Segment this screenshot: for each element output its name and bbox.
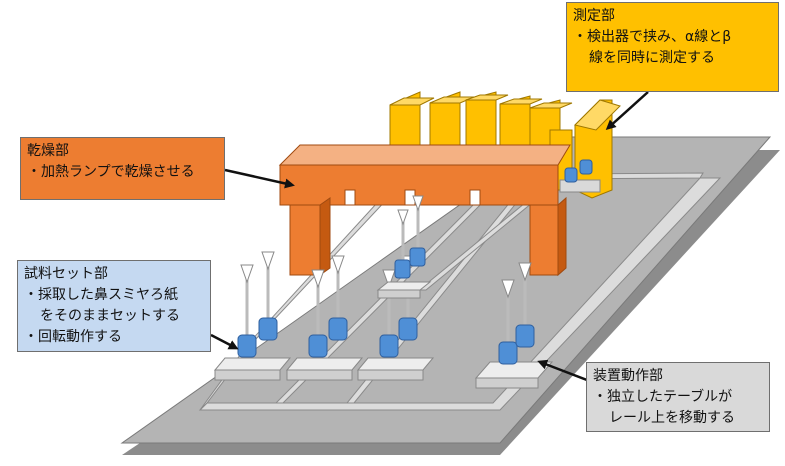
callout-drying-section: 乾燥部 ・加熱ランプで乾燥させる [20,137,225,200]
callout-line: ・独立したテーブルが [593,389,733,405]
sample-holder [328,317,348,341]
sample-holder [308,334,328,358]
callout-title: 装置動作部 [593,368,663,384]
stage [356,255,435,381]
paper-filter [261,251,275,271]
callout-measurement-section: 測定部 ・検出器で挟み、α線とβ 線を同時に測定する [566,2,779,92]
paper-filter [518,262,532,282]
sample-holder [579,159,593,175]
callout-drive-section: 装置動作部 ・独立したテーブルが レール上を移動する [586,362,770,432]
sample-holder [409,247,426,267]
stage [213,251,292,381]
sample-holder [258,317,278,341]
callout-line: ・採取した鼻スミヤろ紙 [24,287,178,303]
sample-holder [398,317,418,341]
arrow-measure [605,91,649,131]
sample-holder [498,341,518,365]
paper-filter [311,269,325,289]
arrow-sample [210,333,239,350]
callout-title: 測定部 [573,8,615,24]
detector-samples [559,159,601,193]
callout-line: 線を同時に測定する [589,50,715,66]
paper-filter [397,209,409,226]
arrow-dry [224,168,295,189]
callout-line: レール上を移動する [609,410,735,426]
callout-line: ・加熱ランプで乾燥させる [27,164,195,180]
sample-holder [237,334,257,358]
stage [376,195,432,299]
callout-line: ・検出器で挟み、α線とβ [573,29,732,45]
sample-holder [394,259,411,279]
stage [474,262,554,389]
callout-title: 試料セット部 [24,266,108,282]
drying-bridge [278,144,571,277]
paper-filter [240,264,254,284]
callout-line: をそのままセットする [40,308,180,324]
callout-sample-set-section: 試料セット部 ・採取した鼻スミヤろ紙 をそのままセットする ・回転動作する [17,260,211,352]
paper-filter [382,269,396,289]
stage [285,255,364,381]
callout-title: 乾燥部 [27,143,69,159]
paper-filter [331,255,345,275]
sample-holder [515,324,535,348]
sample-stages [213,195,554,389]
paper-filter [412,195,424,212]
sample-holder [379,334,399,358]
paper-filter [501,279,515,299]
sample-holder [564,167,578,183]
callout-line: ・回転動作する [24,329,122,345]
